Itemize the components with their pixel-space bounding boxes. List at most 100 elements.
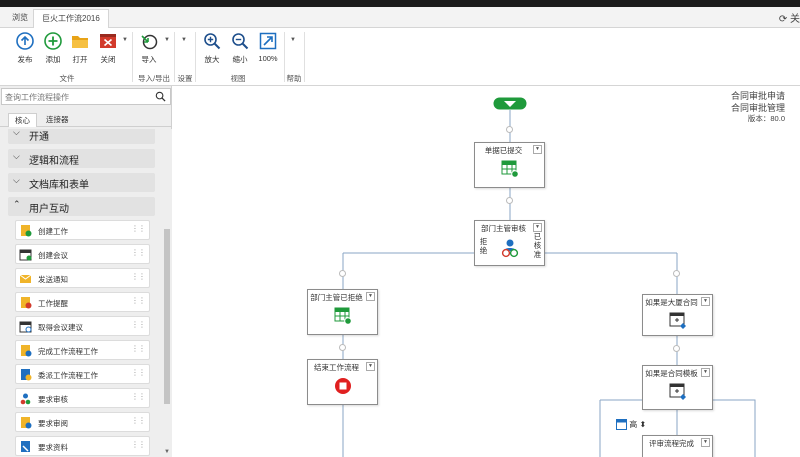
drag-handle-icon[interactable]: ⋮⋮ (131, 440, 146, 449)
help-dropdown-icon[interactable]: ▼ (290, 37, 296, 43)
drag-handle-icon[interactable]: ⋮⋮ (131, 248, 146, 257)
branch-toolbar[interactable]: 高 ⬍ (616, 419, 646, 431)
category-user-interaction[interactable]: ⌃ 用户互动 (8, 197, 155, 216)
chevron-down-icon: ⌵ (13, 175, 20, 185)
reject-branch-label: 拒绝 (479, 237, 488, 255)
open-button[interactable]: 打开 (67, 32, 93, 65)
drag-handle-icon[interactable]: ⋮⋮ (131, 272, 146, 281)
node-menu-icon[interactable]: ▼ (701, 368, 710, 377)
node-if-contract-template[interactable]: 如果是合同模板 ▼ (642, 365, 713, 410)
drag-handle-icon[interactable]: ⋮⋮ (131, 344, 146, 353)
node-if-large-contract[interactable]: 如果是大厦合同 ▼ (642, 294, 713, 336)
start-icon[interactable] (493, 97, 527, 110)
list-item[interactable]: 要求资料⋮⋮ (15, 436, 150, 456)
list-item[interactable]: 要求审阅⋮⋮ (15, 412, 150, 432)
group-import-export: 导入/导出 (137, 74, 171, 83)
import-button[interactable]: 导入 (136, 32, 162, 65)
close-button[interactable]: 关闭 (95, 32, 121, 65)
connector-point[interactable] (673, 270, 680, 277)
list-item[interactable]: 完成工作流程工作⋮⋮ (15, 340, 150, 360)
import-dropdown-icon[interactable]: ▼ (164, 37, 170, 43)
drag-handle-icon[interactable]: ⋮⋮ (131, 416, 146, 425)
tab-connectors[interactable]: 连接器 (46, 115, 69, 124)
group-file: 文件 (59, 74, 75, 83)
connector-point[interactable] (506, 197, 513, 204)
action-tree: ⌵ 开通 ⌵ 逻辑和流程 ⌵ 文档库和表单 ⌃ 用户互动 创建工作⋮⋮ 创建会议… (0, 129, 162, 457)
group-help: 帮助 (286, 74, 302, 83)
delegate-task-icon (21, 369, 32, 381)
category-start[interactable]: ⌵ 开通 (8, 129, 155, 144)
search-icon[interactable] (155, 91, 166, 102)
chevron-down-icon: ⌵ (13, 129, 20, 137)
connector-point[interactable] (339, 270, 346, 277)
zoom-in-button[interactable]: 放大 (199, 32, 225, 65)
zoom-reset-icon (259, 32, 277, 50)
sync-icon[interactable]: ⟳ 关 (778, 14, 800, 25)
stop-icon (334, 378, 351, 394)
node-submitted[interactable]: 单据已提交 ▼ (474, 142, 545, 188)
list-item[interactable]: 要求审核⋮⋮ (15, 388, 150, 408)
list-item[interactable]: 取得会议建议⋮⋮ (15, 316, 150, 336)
node-menu-icon[interactable]: ▼ (701, 438, 710, 447)
add-button[interactable]: 添加 (40, 32, 66, 65)
tab-browse[interactable]: 浏览 (12, 13, 28, 22)
node-menu-icon[interactable]: ▼ (533, 223, 542, 232)
connector-point[interactable] (673, 345, 680, 352)
actions-panel: 查询工作流程操作 核心 连接器 ⌵ 开通 ⌵ 逻辑和流程 ⌵ 文档库和表单 ⌃ … (0, 86, 172, 457)
add-icon (44, 32, 62, 50)
connector-point[interactable] (339, 344, 346, 351)
form-table-icon (334, 307, 352, 325)
calendar-icon (19, 249, 32, 261)
scrollbar-thumb[interactable] (164, 229, 170, 404)
table-icon (616, 419, 627, 430)
zoom-out-icon (232, 33, 249, 50)
list-item[interactable]: 委派工作流程工作⋮⋮ (15, 364, 150, 384)
zoom-out-button[interactable]: 缩小 (227, 32, 253, 65)
tab-row: 浏览 巨火工作流2016 ⟳ 关 (0, 7, 800, 29)
node-menu-icon[interactable]: ▼ (701, 297, 710, 306)
settings-dropdown-icon[interactable]: ▼ (181, 37, 187, 43)
drag-handle-icon[interactable]: ⋮⋮ (131, 320, 146, 329)
drag-handle-icon[interactable]: ⋮⋮ (131, 392, 146, 401)
category-docs-forms[interactable]: ⌵ 文档库和表单 (8, 173, 155, 192)
node-review-done[interactable]: 评审流程完成 ▼ (642, 435, 713, 457)
list-item[interactable]: 发送通知⋮⋮ (15, 268, 150, 288)
node-manager-rejected[interactable]: 部门主管已拒绝 ▼ (307, 289, 378, 335)
group-settings: 设置 (177, 74, 193, 83)
node-manager-review[interactable]: 部门主管审核 ▼ 拒绝 已核准 (474, 220, 545, 266)
publish-icon (16, 32, 34, 50)
mail-icon (19, 274, 32, 283)
panel-scrollbar[interactable]: ▼ (162, 129, 172, 457)
node-menu-icon[interactable]: ▼ (366, 292, 375, 301)
zoom-reset-button[interactable]: 100% (255, 32, 281, 63)
file-dropdown-icon[interactable]: ▼ (122, 37, 128, 43)
list-item[interactable]: 创建工作⋮⋮ (15, 220, 150, 240)
action-search-input[interactable]: 查询工作流程操作 (1, 88, 171, 105)
form-table-icon (501, 160, 519, 178)
list-item[interactable]: 工作提醒⋮⋮ (15, 292, 150, 312)
request-data-icon (21, 441, 30, 452)
publish-button[interactable]: 发布 (12, 32, 38, 65)
chevron-up-icon: ⌃ (13, 199, 21, 209)
node-end-workflow[interactable]: 结束工作流程 ▼ (307, 359, 378, 405)
drag-handle-icon[interactable]: ⋮⋮ (131, 296, 146, 305)
group-view: 视图 (230, 74, 246, 83)
workflow-version: 版本：80.0 (747, 114, 785, 123)
condition-icon (669, 312, 686, 329)
workflow-subtitle: 合同审批管理 (730, 103, 785, 113)
category-logic[interactable]: ⌵ 逻辑和流程 (8, 149, 155, 168)
up-down-arrow-icon[interactable]: ⬍ (639, 420, 647, 429)
workflow-canvas[interactable]: 合同审批申请 合同审批管理 版本：80.0 单据已提交 ▼ 部门主管审核 ▼ 拒… (172, 86, 800, 457)
drag-handle-icon[interactable]: ⋮⋮ (131, 224, 146, 233)
connector-point[interactable] (506, 126, 513, 133)
meeting-search-icon (19, 321, 32, 333)
reminder-doc-icon (21, 297, 32, 309)
workflow-title: 合同审批申请 (730, 91, 785, 101)
node-menu-icon[interactable]: ▼ (366, 362, 375, 371)
node-menu-icon[interactable]: ▼ (533, 145, 542, 154)
list-item[interactable]: 创建会议⋮⋮ (15, 244, 150, 264)
tab-workflow[interactable]: 巨火工作流2016 (33, 9, 109, 29)
drag-handle-icon[interactable]: ⋮⋮ (131, 368, 146, 377)
tab-core[interactable]: 核心 (8, 113, 37, 127)
scroll-down-icon[interactable]: ▼ (164, 449, 170, 455)
